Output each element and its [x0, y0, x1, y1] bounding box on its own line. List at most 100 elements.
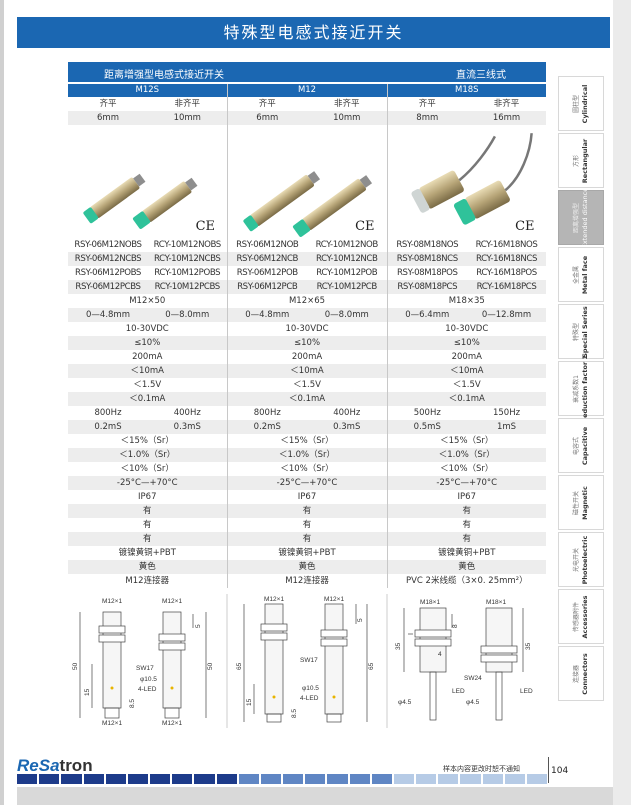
- tab-label: 全金属 Metal face: [572, 255, 590, 293]
- tab-magnetic[interactable]: 磁性开关 Magnetic: [558, 475, 604, 530]
- tab-label: 圆柱型 Cylindrical: [572, 84, 590, 123]
- sensor-body: [418, 170, 464, 209]
- footer-bar-segment: [172, 774, 193, 784]
- model-number-cell: RCY-16M18POS: [476, 268, 537, 278]
- spec-cell: 0.3mS: [148, 420, 228, 434]
- tab-accessories[interactable]: 传感器附件 Accessories: [558, 589, 604, 644]
- spec-cell: 镀镍黄铜+PBT: [226, 546, 388, 560]
- tab-reduction-factor-1[interactable]: 衰减系数1 Reduction factor 1: [558, 355, 604, 422]
- page-edge-right: [613, 0, 631, 805]
- group-header-cell: M18S: [386, 84, 547, 97]
- spec-cell: 有: [386, 532, 547, 546]
- tab-label: 距离增强型 Extended distance: [572, 187, 590, 247]
- dim-w-label: 5: [357, 618, 364, 622]
- table-row: ＜10mA＜10mA＜10mA: [68, 364, 547, 378]
- tab-label-cn: 衰减系数1: [573, 374, 580, 403]
- sensor-face: [242, 215, 258, 232]
- footer-bar-segment: [83, 774, 104, 784]
- spec-cell: 10-30VDC: [226, 322, 388, 336]
- model-number-cell: RSY-06M12NCB: [226, 252, 308, 266]
- tab-label-en: Reduction factor 1: [581, 354, 589, 423]
- model-number-cell: RCY-10M12NCBS: [148, 252, 228, 266]
- spec-cell: 1mS: [467, 420, 547, 434]
- tab-special-series[interactable]: 特殊型 Special Series: [558, 304, 604, 359]
- nut-outline: [158, 633, 186, 642]
- dim-led-label: 4-LED: [138, 686, 157, 693]
- group-header-cell: M12S: [68, 84, 228, 97]
- tab-label-cn: 距离增强型: [573, 202, 580, 233]
- sensor-connector: [307, 171, 320, 184]
- spec-cell: -25°C—+70°C: [386, 476, 547, 490]
- tab-label-cn: 传感器附件: [573, 601, 580, 632]
- tab-rectangular[interactable]: 方形 Rectangular: [558, 133, 604, 188]
- spec-cell: ＜10%（Sr）: [226, 462, 388, 476]
- tab-label: 方形 Rectangular: [572, 138, 590, 183]
- table-row: ＜10%（Sr）＜10%（Sr）＜10%（Sr）: [68, 462, 547, 476]
- distance-cell: 10mm: [307, 111, 388, 125]
- tab-label-en: Extended distance: [581, 187, 589, 248]
- footer-bar-segment: [39, 774, 60, 784]
- footer-bar-segment: [61, 774, 82, 784]
- page-number: 104: [551, 766, 569, 776]
- dim-thread-label: M12×1: [102, 720, 122, 727]
- dim-thread-label: M18×1: [486, 599, 506, 606]
- connector-outline: [104, 707, 120, 719]
- footer-bar-segment: [150, 774, 171, 784]
- model-number-cell: RSY-08M18NOS: [386, 238, 468, 252]
- spec-cell: 0—4.8mm: [68, 308, 148, 322]
- spec-cell: 0—12.8mm: [467, 308, 547, 322]
- tab-connectors[interactable]: 连接器 Connectors: [558, 646, 604, 701]
- sensor-body: [464, 180, 510, 219]
- dim-thread-label: M12×1: [162, 598, 182, 605]
- sensor-photo: CE: [228, 125, 387, 238]
- tab-label-cn: 光电开关: [573, 547, 580, 572]
- sensor-body: [90, 177, 140, 218]
- footer-bar-segment: [260, 774, 282, 784]
- product-image-cell: CE: [386, 125, 547, 238]
- footer-bar-segment: [482, 774, 503, 784]
- footer-bar-segment: [526, 774, 548, 784]
- resatron-logo: ReSatron: [17, 756, 93, 776]
- dimension-drawings-svg: M12×1 M12×1 50 15 5 50 SW17 φ10.5 4-LED …: [72, 594, 533, 728]
- spec-cell: ＜1.0%（Sr）: [386, 448, 547, 462]
- spec-cell: 黄色: [226, 560, 388, 574]
- tab-extended-distance[interactable]: 距离增强型 Extended distance: [558, 187, 604, 248]
- nut-outline: [480, 645, 518, 654]
- spec-cell: 有: [143, 520, 152, 530]
- led-marker: [170, 686, 174, 690]
- sensor-photo-svg: [83, 173, 198, 229]
- drawing-m12: [243, 603, 368, 723]
- tab-capacitive[interactable]: 电容式 Capacitive: [558, 418, 604, 473]
- table-row: ≤10%≤10%≤10%: [68, 336, 547, 350]
- spec-cell: IP67: [226, 490, 388, 504]
- led-marker: [272, 695, 276, 699]
- tab-cylindrical[interactable]: 圆柱型 Cylindrical: [558, 76, 604, 131]
- spec-cell: 镀镍黄铜+PBT: [386, 546, 547, 560]
- dim-thread-label: M12×1: [264, 596, 284, 603]
- tab-metal-face[interactable]: 全金属 Metal face: [558, 247, 604, 302]
- tab-photoelectric[interactable]: 光电开关 Photoelectric: [558, 532, 604, 587]
- sensor-photo: CE: [388, 125, 546, 238]
- footer-bar-segment: [238, 774, 259, 784]
- spec-cell: 500Hz: [386, 406, 468, 420]
- sensor-body: [142, 181, 192, 222]
- led-marker: [110, 686, 114, 690]
- table-row: ＜15%（Sr）＜15%（Sr）＜15%（Sr）: [68, 434, 547, 448]
- dim-w2-label: 8: [452, 624, 459, 628]
- footer-bar-segment: [327, 774, 348, 784]
- model-number-cell: RSY-06M12PCBS: [68, 280, 148, 294]
- drawing-m18s: [403, 607, 524, 721]
- spec-cell: M12连接器: [125, 576, 170, 586]
- table-row: 黄色黄色黄色: [68, 560, 547, 574]
- spec-cell: ＜0.1mA: [386, 392, 547, 406]
- dim-d-label: 8.5: [129, 699, 136, 708]
- footer-note: 样本内容更改时恕不通知: [443, 765, 520, 773]
- model-number-cell: RCY-10M12NOB: [315, 240, 379, 250]
- spec-cell: 150Hz: [492, 408, 521, 418]
- spec-cell: -25°C—+70°C: [68, 476, 228, 490]
